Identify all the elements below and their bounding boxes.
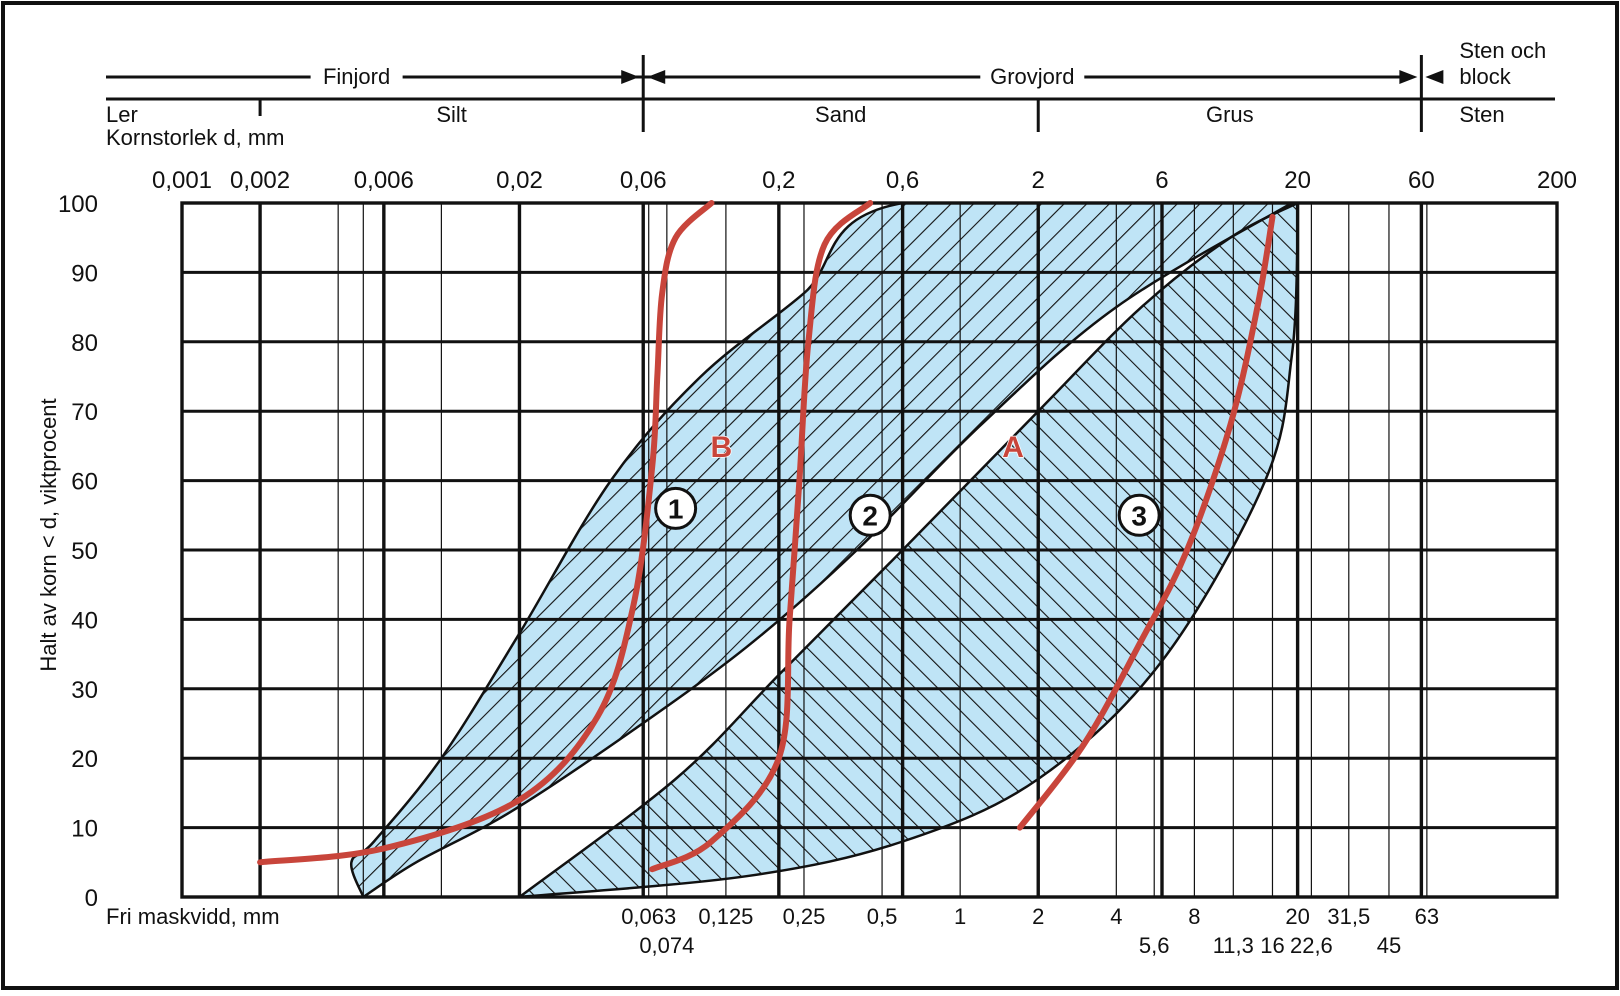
marker-circle-3: [1117, 493, 1161, 537]
bottom-tick-63: 63: [1415, 904, 1439, 929]
class-label-finjord: Finjord: [323, 64, 390, 89]
y-tick-40: 40: [71, 607, 98, 634]
top-tick-0-006: 0,006: [354, 167, 414, 194]
bottom-axis-label: Fri maskvidd, mm: [106, 904, 280, 929]
y-tick-50: 50: [71, 538, 98, 565]
marker-label-3: 3: [1131, 500, 1147, 531]
marker-circle-2: [848, 493, 892, 537]
y-tick-30: 30: [71, 677, 98, 704]
marker-label-2: 2: [862, 500, 878, 531]
class-label-sten: Sten: [1459, 102, 1504, 127]
zone-label-b: B: [710, 431, 732, 464]
arrow-grovjord-right: [1399, 70, 1418, 84]
class-label-grovjord: Grovjord: [990, 64, 1074, 89]
class-label-bg-grovjord: [980, 63, 1085, 89]
tick-labels: 0,001 0,002 0,006 0,02 0,06 0,2 0,6 2 6 20 60 200 0 1…: [58, 167, 1577, 958]
top-tick-0-06: 0,06: [620, 167, 667, 194]
curve-1: [257, 200, 715, 866]
marker-circle-1: [654, 486, 698, 530]
y-tick-60: 60: [71, 469, 98, 496]
top-tick-0-001: 0,001: [152, 167, 212, 194]
bottom-tick-45: 45: [1377, 933, 1401, 958]
y-tick-100: 100: [58, 191, 98, 218]
class-label-ler: Ler: [106, 102, 138, 127]
y-tick-70: 70: [71, 399, 98, 426]
class-label-bg-finjord: [310, 63, 403, 89]
bottom-tick-0-5: 0,5: [867, 904, 898, 929]
bottom-tick-5-6: 5,6: [1139, 933, 1170, 958]
bottom-tick-16: 16: [1260, 933, 1284, 958]
top-tick-2: 2: [1032, 167, 1045, 194]
y-tick-0: 0: [85, 885, 98, 912]
top-tick-0-6: 0,6: [886, 167, 919, 194]
bottom-tick-22-6: 22,6: [1290, 933, 1333, 958]
arrow-grovjord-left: [647, 70, 666, 84]
bottom-tick-4: 4: [1110, 904, 1122, 929]
y-tick-10: 10: [71, 816, 98, 843]
top-tick-0-2: 0,2: [762, 167, 795, 194]
top-tick-60: 60: [1408, 167, 1435, 194]
curve-2: [649, 200, 874, 873]
class-label-grus: Grus: [1206, 102, 1254, 127]
bottom-tick-11-3: 11,3: [1213, 933, 1254, 958]
zone-label-a: A: [1002, 431, 1024, 464]
top-tick-20: 20: [1284, 167, 1311, 194]
curve-3: [1016, 213, 1276, 831]
class-label-silt: Silt: [436, 102, 467, 127]
bottom-tick-1: 1: [954, 904, 966, 929]
y-tick-90: 90: [71, 260, 98, 287]
grid-layer: [180, 201, 1559, 899]
class-label-sand: Sand: [815, 102, 866, 127]
bottom-tick-20: 20: [1285, 904, 1309, 929]
series-layer: [257, 200, 1276, 873]
bottom-tick-31-5: 31,5: [1327, 904, 1370, 929]
y-tick-20: 20: [71, 746, 98, 773]
arrow-sten-left: [1425, 70, 1444, 84]
class-label-sten-och-block-line2: block: [1459, 64, 1511, 89]
top-tick-0-02: 0,02: [496, 167, 543, 194]
y-tick-80: 80: [71, 330, 98, 357]
bottom-tick-0-25: 0,25: [783, 904, 826, 929]
bottom-tick-0-125: 0,125: [698, 904, 753, 929]
top-axis-label: Kornstorlek d, mm: [106, 125, 285, 150]
top-tick-0-002: 0,002: [230, 167, 290, 194]
annotations-layer: B A 1 2 3: [654, 430, 1161, 537]
arrow-finjord-right: [621, 70, 640, 84]
class-label-sten-och-block-line1: Sten och: [1459, 38, 1546, 63]
bottom-tick-2: 2: [1032, 904, 1044, 929]
bottom-tick-8: 8: [1188, 904, 1200, 929]
top-tick-200: 200: [1537, 167, 1577, 194]
y-axis-label: Halt av korn < d, viktprocent: [36, 398, 61, 671]
bottom-tick-0-074: 0,074: [639, 933, 694, 958]
top-tick-6: 6: [1155, 167, 1168, 194]
marker-label-1: 1: [668, 493, 684, 524]
bottom-tick-0-063: 0,063: [621, 904, 676, 929]
